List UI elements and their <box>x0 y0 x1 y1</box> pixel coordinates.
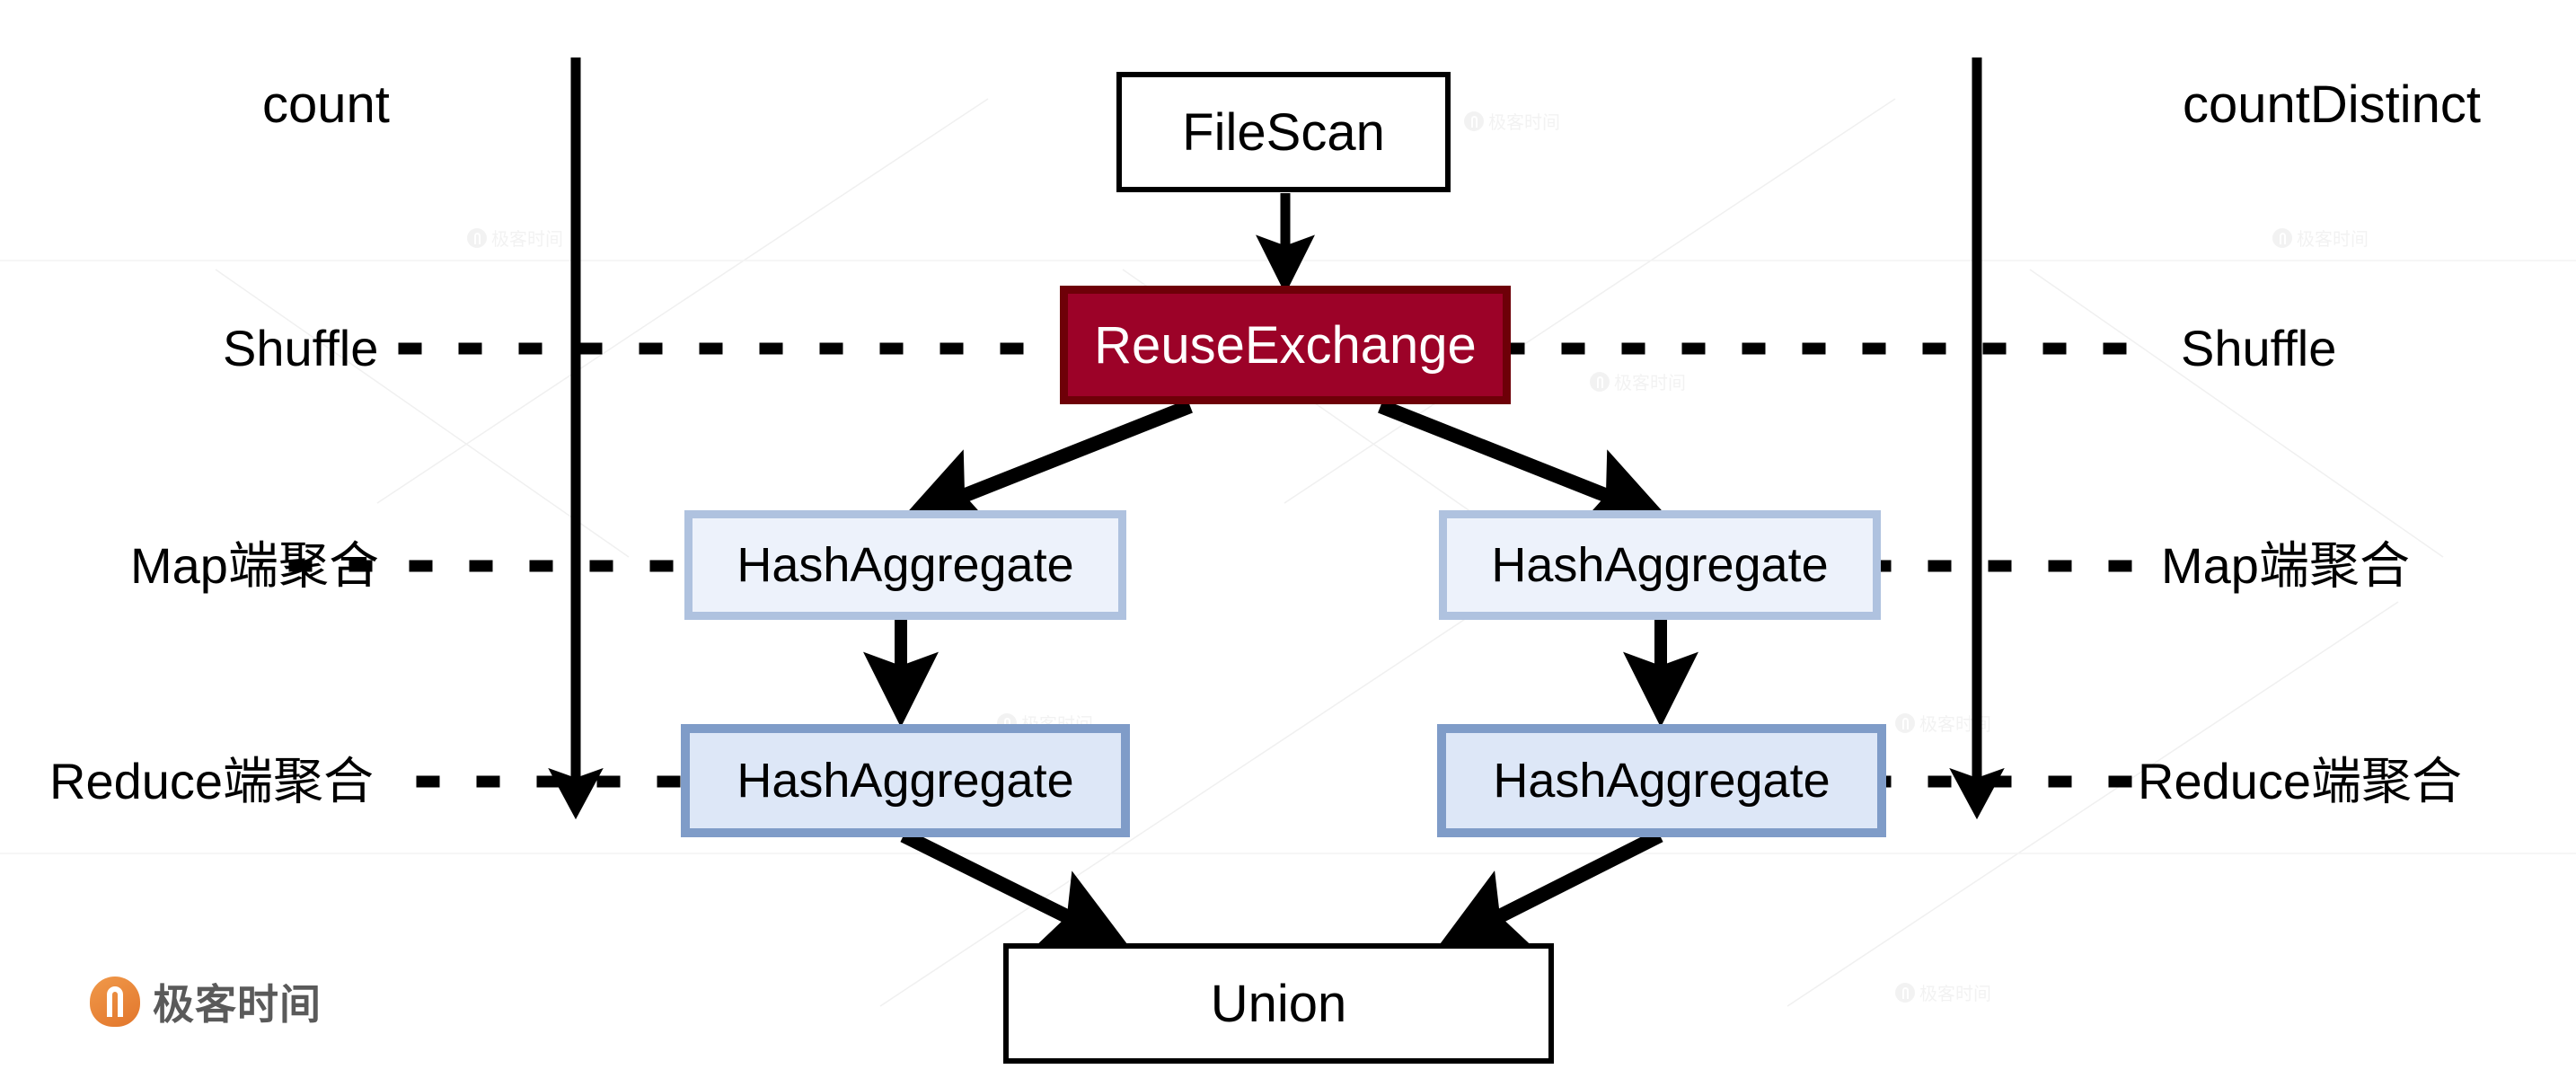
node-union-label: Union <box>1210 974 1347 1033</box>
node-hashaggregate-right-map-label: HashAggregate <box>1491 538 1829 592</box>
node-hashaggregate-right-reduce-label: HashAggregate <box>1493 754 1831 808</box>
node-reuseexchange-label: ReuseExchange <box>1094 315 1477 375</box>
node-hashaggregate-left-map[interactable]: HashAggregate <box>684 510 1126 620</box>
node-hashaggregate-right-map[interactable]: HashAggregate <box>1439 510 1881 620</box>
column-label-count: count <box>262 75 390 134</box>
stage-label-map-agg-left: Map端聚合 <box>130 537 379 594</box>
node-filescan[interactable]: FileScan <box>1116 72 1451 192</box>
node-union[interactable]: Union <box>1003 943 1554 1064</box>
stage-label-shuffle-left: Shuffle <box>223 320 379 376</box>
edge-right-reduce-agg-to-union <box>1437 828 1663 949</box>
node-hashaggregate-left-map-label: HashAggregate <box>737 538 1074 592</box>
geektime-brand-text: 极客时间 <box>153 980 322 1029</box>
node-hashaggregate-left-reduce[interactable]: HashAggregate <box>681 724 1130 837</box>
stage-label-reduce-agg-right: Reduce端聚合 <box>2138 753 2463 809</box>
edge-reuseexchange-to-right-map-agg <box>1378 399 1672 530</box>
node-reuseexchange[interactable]: ReuseExchange <box>1060 286 1511 404</box>
stage-label-reduce-agg-left: Reduce端聚合 <box>49 753 375 809</box>
stage-label-map-agg-right: Map端聚合 <box>2161 537 2410 594</box>
column-label-countdistinct: countDistinct <box>2183 75 2482 134</box>
geektime-watermark: 极客时间 <box>90 972 322 1031</box>
edge-reuseexchange-to-left-map-agg <box>899 399 1193 530</box>
edge-left-reduce-agg-to-union <box>900 828 1131 949</box>
geektime-logo-icon <box>90 977 140 1027</box>
stage-label-shuffle-right: Shuffle <box>2181 320 2337 376</box>
node-hashaggregate-left-reduce-label: HashAggregate <box>737 754 1074 808</box>
node-filescan-label: FileScan <box>1182 102 1385 162</box>
node-hashaggregate-right-reduce[interactable]: HashAggregate <box>1437 724 1886 837</box>
